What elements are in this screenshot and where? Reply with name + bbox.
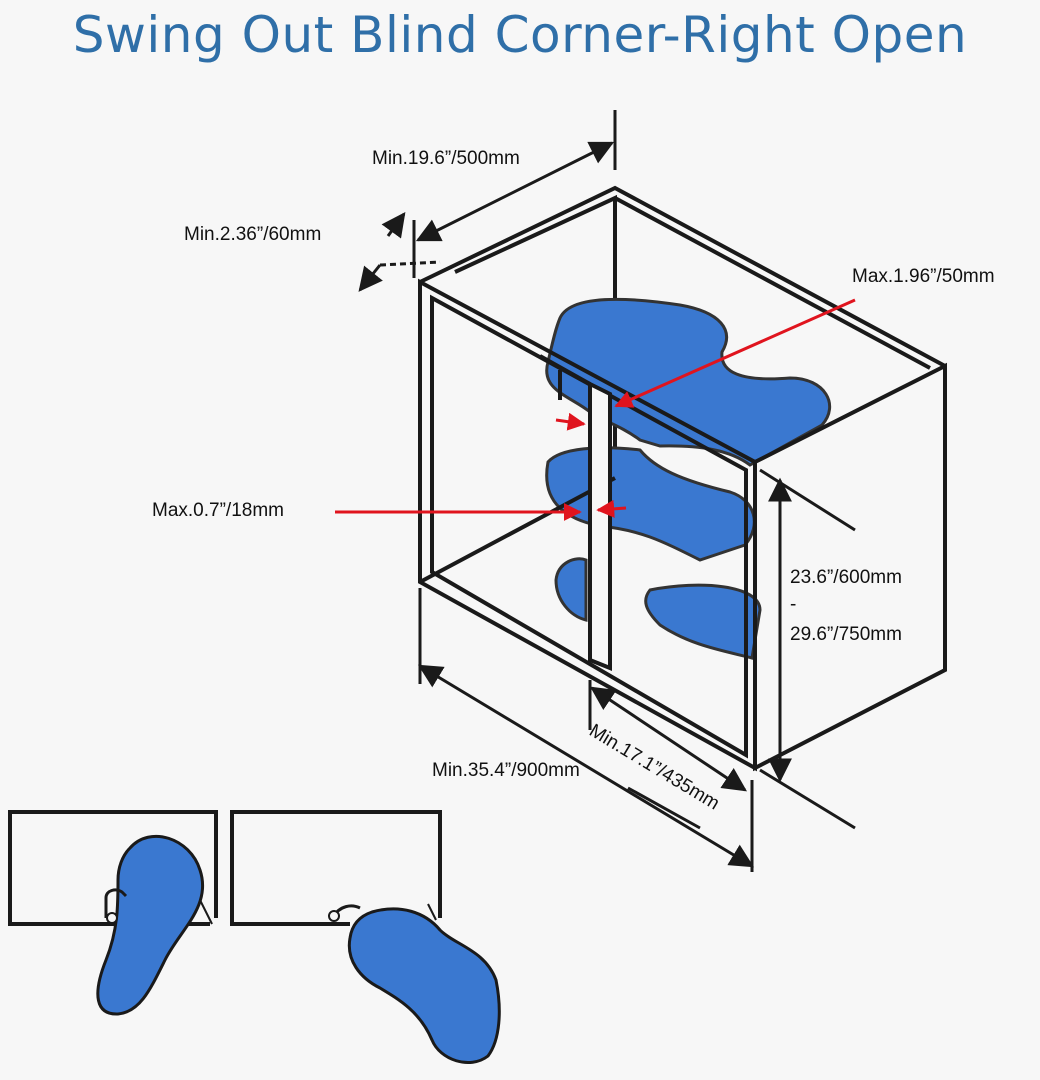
max-stile-label: Max.0.7”/18mm (152, 500, 284, 521)
height-max-label: 29.6”/750mm (790, 624, 902, 645)
page-title: Swing Out Blind Corner-Right Open (72, 6, 968, 64)
height-dash-label: - (790, 594, 796, 615)
frame-offset-label: Min.2.36”/60mm (184, 224, 321, 245)
dimension-lines (358, 110, 856, 872)
max-gap-top-label: Max.1.96”/50mm (852, 266, 995, 287)
middle-shelf (545, 446, 756, 562)
left-lower-shelf (554, 557, 588, 622)
red-indicator-arrows (335, 298, 856, 521)
lower-shelf (644, 583, 762, 660)
opening-width-label: Min.17.1”/435mm (585, 720, 723, 814)
cabinet-width-label: Min.35.4”/900mm (432, 760, 580, 781)
plan-view-closed (8, 810, 218, 1016)
plan-view-open (230, 810, 501, 1065)
depth-label: Min.19.6”/500mm (372, 148, 520, 169)
height-min-label: 23.6”/600mm (790, 567, 902, 588)
